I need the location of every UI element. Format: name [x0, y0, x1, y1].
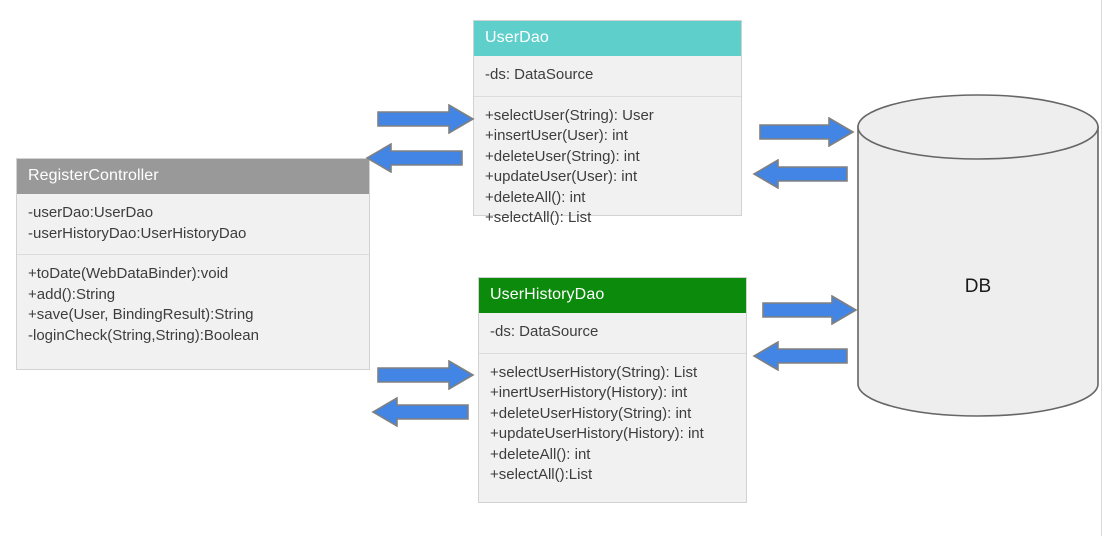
database-cylinder[interactable]: [856, 93, 1100, 418]
operation-line: +deleteUserHistory(String): int: [490, 404, 692, 422]
operation-line: +save(User, BindingResult):String: [28, 306, 254, 323]
arrow-left-icon: [752, 341, 848, 371]
operation-line: +selectAll(): List: [485, 209, 592, 226]
database-label: DB: [964, 276, 992, 297]
cylinder-shape: [857, 94, 1099, 417]
operation-line: +updateUser(User): int: [485, 168, 638, 185]
attribute-line: -userDao:UserDao: [28, 204, 154, 221]
class-operations-register-controller: +toDate(WebDataBinder):void +add():Strin…: [17, 255, 369, 357]
operation-line: +toDate(WebDataBinder):void: [28, 265, 229, 282]
class-header-user-history-dao: UserHistoryDao: [479, 278, 746, 313]
arrow-right-icon: [377, 360, 475, 390]
arrow-db-to-userdao: [752, 159, 848, 189]
arrow-right-icon: [377, 104, 475, 134]
operation-line: -loginCheck(String,String):Boolean: [28, 326, 259, 344]
class-operations-user-dao: +selectUser(String): User +insertUser(Us…: [474, 97, 741, 240]
class-box-user-dao[interactable]: UserDao -ds: DataSource +selectUser(Stri…: [473, 20, 742, 226]
arrow-right-icon: [762, 295, 858, 325]
class-attributes-user-history-dao: -ds: DataSource: [479, 313, 746, 354]
arrow-userdao-to-db: [759, 117, 855, 147]
arrow-left-icon: [371, 397, 469, 427]
operation-line: +deleteUser(String): int: [485, 147, 640, 165]
arrow-controller-to-userdao: [377, 104, 475, 134]
operation-line: +inertUserHistory(History): int: [490, 384, 688, 401]
arrow-db-to-userhistorydao: [752, 341, 848, 371]
class-attributes-register-controller: -userDao:UserDao -userHistoryDao:UserHis…: [17, 194, 369, 255]
arrow-userhistorydao-to-db: [762, 295, 858, 325]
arrow-controller-to-userhistorydao: [377, 360, 475, 390]
class-header-register-controller: RegisterController: [17, 159, 369, 194]
operation-line: +insertUser(User): int: [485, 127, 628, 144]
arrow-userdao-to-controller: [365, 143, 463, 173]
arrow-userhistorydao-to-controller: [371, 397, 469, 427]
operation-line: +selectUser(String): User: [485, 106, 654, 124]
class-box-user-history-dao[interactable]: UserHistoryDao -ds: DataSource +selectUs…: [478, 277, 747, 503]
class-header-user-dao: UserDao: [474, 21, 741, 56]
attribute-line: -ds: DataSource: [485, 66, 594, 83]
class-box-register-controller[interactable]: RegisterController -userDao:UserDao -use…: [16, 158, 370, 370]
operation-line: +deleteAll(): int: [485, 188, 586, 206]
attribute-line: -ds: DataSource: [490, 323, 599, 340]
operation-line: +deleteAll(): int: [490, 445, 591, 463]
operation-line: +selectAll():List: [490, 466, 593, 483]
page-border: [1101, 0, 1102, 536]
operation-line: +selectUserHistory(String): List: [490, 363, 698, 381]
arrow-left-icon: [365, 143, 463, 173]
operation-line: +updateUserHistory(History): int: [490, 425, 704, 442]
class-attributes-user-dao: -ds: DataSource: [474, 56, 741, 97]
attribute-line: -userHistoryDao:UserHistoryDao: [28, 224, 247, 242]
operation-line: +add():String: [28, 285, 116, 303]
class-operations-user-history-dao: +selectUserHistory(String): List +inertU…: [479, 354, 746, 497]
arrow-left-icon: [752, 159, 848, 189]
arrow-right-icon: [759, 117, 855, 147]
